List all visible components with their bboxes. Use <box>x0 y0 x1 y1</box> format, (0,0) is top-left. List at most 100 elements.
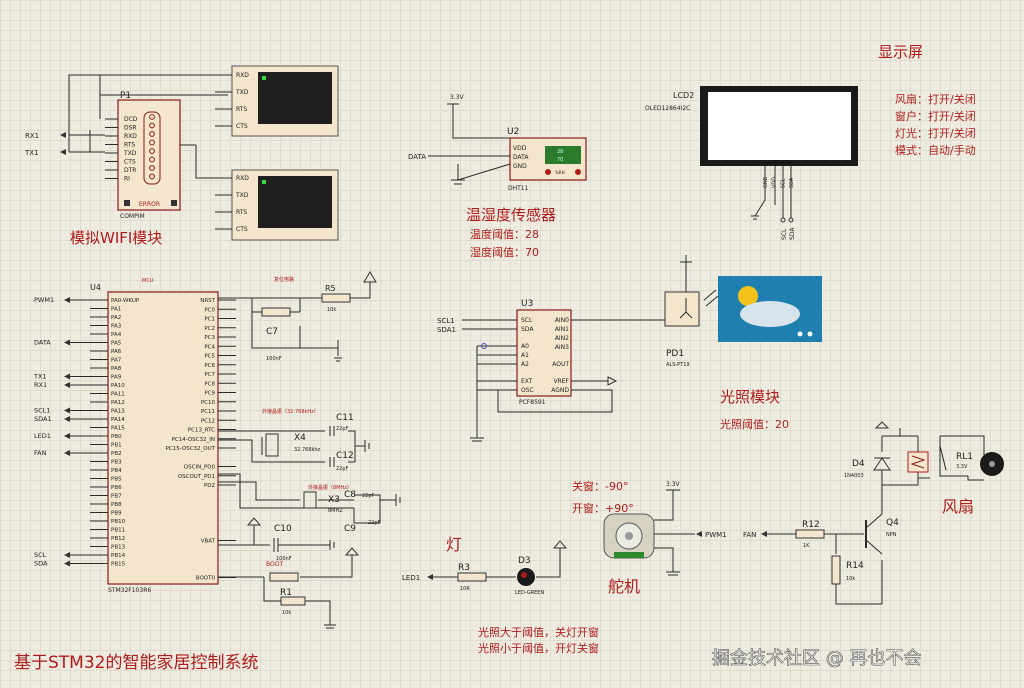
lcd-ref: LCD2 <box>673 91 694 100</box>
mcu-pin-pc7: PC7 <box>204 372 215 378</box>
mcu-pin-pc1: PC1 <box>204 317 215 323</box>
temp-threshold: 温度阈值：28 <box>470 227 539 241</box>
reset-label: 复位电路 <box>274 276 294 283</box>
display-line-1: 窗户：打开/关闭 <box>895 109 976 123</box>
fan-circuit: FAN R12 1K R14 10k Q4 NPN D4 1N4003 RL1 … <box>743 421 1004 605</box>
mcu-pin-pb1: PB1 <box>111 443 122 449</box>
wifi-label: 模拟WIFI模块 <box>70 229 162 247</box>
compim-body[interactable] <box>117 99 181 211</box>
mcu-pin-pa13: PA13 <box>111 409 125 415</box>
mcu-tag: MCU <box>142 278 154 284</box>
lcd-scl-net: SCL <box>781 228 788 240</box>
dht-lcd-a: 28 <box>557 149 563 155</box>
p1-part: COMPIM <box>120 213 145 220</box>
net-sda1: SDA1 <box>34 415 52 423</box>
mcu-pin-vbat: VBAT <box>201 539 216 545</box>
stm32-body[interactable] <box>107 291 219 585</box>
x4-crystal <box>265 433 279 457</box>
pd1-ref: PD1 <box>666 349 684 359</box>
mcu-pin-pa11: PA11 <box>111 392 125 398</box>
relay-ref: RL1 <box>956 452 973 462</box>
servo-module: 关窗：-90° 开窗：+90° 3.3V PWM1 舵机 <box>572 479 727 596</box>
light-sensor: PD1 ALS-PT19 光照模块 光照阈值：20 <box>664 255 822 431</box>
net-scl: SCL <box>34 551 47 559</box>
terminal-pin-cts: CTS <box>236 226 248 233</box>
r3-ref: R3 <box>458 563 470 573</box>
pd1-body[interactable] <box>664 291 700 327</box>
adc-pin-osc: OSC <box>521 387 534 394</box>
r12-val: 1K <box>803 543 810 549</box>
adc-pin-aout: AOUT <box>552 361 569 368</box>
dht-vcc: 3.3V <box>450 94 465 101</box>
mcu-right-pins: NRSTPC0PC1PC2PC3PC4PC5PC6PC7PC8PC9PC10PC… <box>166 298 236 582</box>
terminal-pin-txd: TXD <box>235 192 249 199</box>
servo-net: PWM1 <box>705 531 727 539</box>
mcu-pin-pb0: PB0 <box>111 434 122 440</box>
x3-val: 8MHZ <box>328 508 343 514</box>
adc-pin-ext: EXT <box>521 378 533 385</box>
c7-val: 100nF <box>266 356 282 362</box>
pd1-part: ALS-PT19 <box>666 362 690 368</box>
adc-scl-net: SCL1 <box>437 317 455 325</box>
mcu-pin-pb8: PB8 <box>111 502 122 508</box>
p1-pin-dcd: DCD <box>124 116 138 123</box>
r14-val: 10k <box>846 576 855 582</box>
adc-pin-scl: SCL <box>521 317 533 324</box>
mcu-pin-pb3: PB3 <box>111 460 122 466</box>
r3-val: 10R <box>460 586 470 592</box>
mcu-pin-pa12: PA12 <box>111 400 125 406</box>
x3-crystal <box>303 491 317 509</box>
p1-ref: P1 <box>120 91 131 101</box>
oled-screen <box>708 92 851 160</box>
r5-val: 10k <box>327 307 336 313</box>
terminal-pin-txd: TXD <box>235 89 249 96</box>
terminal-1-screen <box>258 72 332 124</box>
d3-part: LED-GREEN <box>515 590 544 596</box>
adc-pin-ain3: AIN3 <box>555 344 569 351</box>
note-bright: 光照大于阈值，关灯开窗 <box>478 625 599 639</box>
adc-pin-a2: A2 <box>521 361 529 368</box>
servo-open: 开窗：+90° <box>572 501 634 515</box>
mcu-pin-pa0-wkup: PA0-WKUP <box>111 298 140 304</box>
mcu-pin-pc3: PC3 <box>204 335 215 341</box>
terminal-pin-cts: CTS <box>236 123 248 130</box>
mcu-left-pins: PA0-WKUPPWM1PA1PA2PA3PA4PA5DATAPA6PA7PA8… <box>33 296 140 568</box>
adc-pin-agnd: AGND <box>551 387 569 394</box>
mcu-pin-pb11: PB11 <box>111 528 125 534</box>
mcu-pin-pa2: PA2 <box>111 315 121 321</box>
c8-val: 22pF <box>362 493 375 499</box>
p1-pin-dtr: DTR <box>124 167 136 174</box>
display-line-3: 模式：自动/手动 <box>895 143 976 157</box>
c8-ref: C8 <box>344 490 356 500</box>
adc-pin-a1: A1 <box>521 352 529 359</box>
mcu-pin-pa8: PA8 <box>111 366 122 372</box>
lcd-pin-sda: SDA <box>789 177 795 188</box>
x4-val: 32.768khz <box>294 447 321 453</box>
mcu-pin-oscin_pd0: OSCIN_PD0 <box>184 465 216 471</box>
mcu-pin-pb12: PB12 <box>111 536 125 542</box>
fan-heading: 风扇 <box>942 497 974 516</box>
lcd-pin-gnd: GND <box>763 176 769 188</box>
dht-data-net: DATA <box>408 153 426 161</box>
mcu-pin-pa15: PA15 <box>111 426 125 432</box>
mcu-pin-pb6: PB6 <box>111 485 122 491</box>
light-heading: 光照模块 <box>720 388 780 406</box>
display-line-2: 灯光：打开/关闭 <box>895 126 976 140</box>
c12-val: 22pF <box>336 466 349 472</box>
mcu-pin-pc2: PC2 <box>204 326 215 332</box>
mcu-pin-pa6: PA6 <box>111 349 122 355</box>
fan-net: FAN <box>743 531 756 539</box>
mcu-pin-pc12: PC12 <box>201 418 215 424</box>
hum-threshold: 湿度阈值：70 <box>470 245 539 259</box>
mcu-pin-pc10: PC10 <box>201 400 216 406</box>
u2-ref: U2 <box>507 127 519 137</box>
pcf8591-body[interactable] <box>516 309 572 397</box>
p1-pin-rxd: RXD <box>124 133 137 140</box>
terminal-pin-rxd: RXD <box>236 72 249 79</box>
sensor-heading: 温湿度传感器 <box>466 206 556 224</box>
lcd-sda-net: SDA <box>789 227 796 240</box>
osc32-label: 外接晶振（32.768kHz） <box>262 408 319 415</box>
p1-pin-txd: TXD <box>123 150 137 157</box>
